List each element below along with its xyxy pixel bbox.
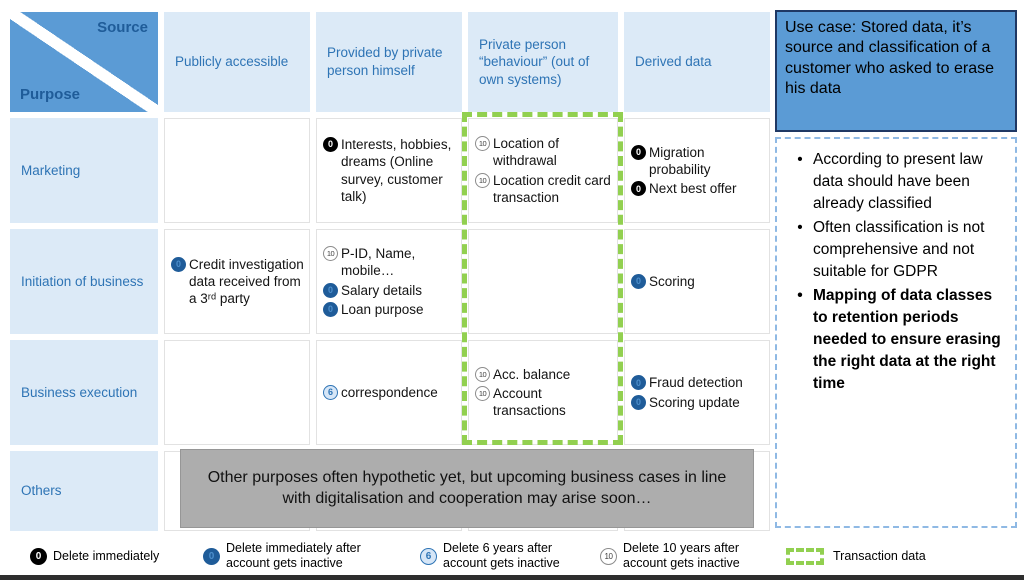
- delete-10y-badge-icon: 10: [323, 245, 338, 261]
- data-item-label: Scoring update: [649, 394, 740, 410]
- data-item: 10 Location credit card transaction: [475, 172, 613, 207]
- delete-immediately-badge-icon: 0: [631, 181, 646, 197]
- data-item-label: Location credit card transaction: [493, 172, 611, 205]
- data-item-label: Acc. balance: [493, 366, 571, 382]
- delete-10y-badge-icon: 10: [600, 547, 617, 565]
- bullet-icon: •: [797, 287, 803, 304]
- note-text: According to present law data should hav…: [813, 151, 983, 212]
- use-case-box: Use case: Stored data, it’s source and c…: [775, 10, 1017, 132]
- delete-10y-badge-icon: 10: [475, 385, 490, 401]
- column-header-provided-by-person: Provided by private person himself: [316, 12, 462, 112]
- cell-initiation-behaviour: [468, 229, 618, 334]
- legend-label: Delete immediately: [53, 548, 160, 563]
- delete-10y-badge-icon: 10: [475, 366, 490, 382]
- purpose-axis-label: Purpose: [20, 86, 81, 103]
- note-bullet: • Mapping of data classes to retention p…: [787, 285, 1009, 395]
- row-header-others: Others: [10, 451, 158, 531]
- data-item: 0 Migration probability: [631, 144, 765, 179]
- data-item: 10 Account transactions: [475, 385, 613, 420]
- data-item-label: Account transactions: [493, 385, 566, 419]
- data-item: 10 P-ID, Name, mobile…: [323, 245, 457, 280]
- data-item: 0 Credit investigation data received fro…: [171, 256, 305, 308]
- cell-initiation-provided: 10 P-ID, Name, mobile… 0 Salary details …: [316, 229, 462, 334]
- data-item: 0 Interests, hobbies, dreams (Online sur…: [323, 136, 457, 205]
- data-item: 0 Scoring update: [631, 394, 765, 411]
- delete-10y-badge-icon: 10: [475, 135, 490, 151]
- cell-initiation-publicly: 0 Credit investigation data received fro…: [164, 229, 310, 334]
- delete-after-inactive-badge-icon: 0: [323, 301, 338, 317]
- transaction-data-swatch-icon: [786, 547, 824, 565]
- data-item: 0 Scoring: [631, 273, 765, 290]
- legend-label: Delete 6 years after account gets inacti…: [443, 541, 560, 570]
- row-header-business-execution: Business execution: [10, 340, 158, 445]
- data-item-label: Migration probability: [649, 144, 711, 177]
- column-header-derived-data: Derived data: [624, 12, 770, 112]
- delete-immediately-badge-icon: 0: [30, 547, 47, 565]
- data-item-label: Credit investigation data received from …: [189, 256, 304, 307]
- cell-marketing-provided: 0 Interests, hobbies, dreams (Online sur…: [316, 118, 462, 223]
- data-item-label: Location of withdrawal: [493, 135, 560, 169]
- column-header-publicly-accessible: Publicly accessible: [164, 12, 310, 112]
- legend-label: Delete immediately after account gets in…: [226, 541, 361, 570]
- row-header-initiation-of-business: Initiation of business: [10, 229, 158, 334]
- delete-6y-badge-icon: 6: [323, 384, 338, 400]
- delete-6y-badge-icon: 6: [420, 547, 437, 565]
- data-item: 0 Loan purpose: [323, 301, 457, 318]
- data-item: 10 Location of withdrawal: [475, 135, 613, 170]
- data-item-label: Scoring: [649, 273, 695, 289]
- data-item-label: P-ID, Name, mobile…: [341, 245, 416, 279]
- column-header-private-behaviour: Private person “behaviour” (out of own s…: [468, 12, 618, 112]
- bullet-icon: •: [797, 219, 803, 236]
- cell-execution-behaviour: 10 Acc. balance 10 Account transactions: [468, 340, 618, 445]
- legend-label: Delete 10 years after account gets inact…: [623, 541, 740, 570]
- data-item: 0 Fraud detection: [631, 374, 765, 391]
- others-note-box: Other purposes often hypothetic yet, but…: [180, 449, 754, 528]
- delete-after-inactive-badge-icon: 0: [203, 547, 220, 565]
- legend-item-delete-immediately: 0 Delete immediately: [30, 538, 159, 574]
- note-text: Mapping of data classes to retention per…: [813, 287, 1001, 392]
- data-item: 0 Next best offer: [631, 180, 765, 197]
- delete-after-inactive-badge-icon: 0: [631, 394, 646, 410]
- delete-10y-badge-icon: 10: [475, 172, 490, 188]
- data-item-label: Next best offer: [649, 181, 737, 197]
- data-item-label: Salary details: [341, 282, 423, 298]
- source-axis-label: Source: [97, 19, 148, 36]
- note-bullet: • Often classification is not comprehens…: [787, 217, 1009, 283]
- cell-initiation-derived: 0 Scoring: [624, 229, 770, 334]
- cell-execution-derived: 0 Fraud detection 0 Scoring update: [624, 340, 770, 445]
- data-item-label: Fraud detection: [649, 375, 743, 391]
- delete-after-inactive-badge-icon: 0: [171, 256, 186, 272]
- data-item: 6 correspondence: [323, 384, 457, 401]
- legend: 0 Delete immediately 0 Delete immediatel…: [0, 538, 1024, 574]
- cell-execution-publicly: [164, 340, 310, 445]
- delete-after-inactive-badge-icon: 0: [631, 375, 646, 391]
- data-item-label: Interests, hobbies, dreams (Online surve…: [341, 136, 452, 204]
- note-text: Often classification is not comprehensiv…: [813, 219, 985, 280]
- data-item-label: correspondence: [341, 384, 438, 400]
- cell-execution-provided: 6 correspondence: [316, 340, 462, 445]
- cell-marketing-publicly: [164, 118, 310, 223]
- classification-matrix: Source Purpose Publicly accessible Provi…: [10, 12, 770, 531]
- delete-immediately-badge-icon: 0: [323, 136, 338, 152]
- bottom-divider: [0, 575, 1024, 580]
- row-header-marketing: Marketing: [10, 118, 158, 223]
- data-item-label: Loan purpose: [341, 301, 424, 317]
- legend-label: Transaction data: [833, 548, 926, 563]
- legend-item-delete-6y: 6 Delete 6 years after account gets inac…: [420, 538, 593, 574]
- legend-item-delete-10y: 10 Delete 10 years after account gets in…: [600, 538, 783, 574]
- data-item: 10 Acc. balance: [475, 366, 613, 383]
- cell-marketing-behaviour: 10 Location of withdrawal 10 Location cr…: [468, 118, 618, 223]
- delete-after-inactive-badge-icon: 0: [631, 273, 646, 289]
- bullet-icon: •: [797, 151, 803, 168]
- delete-immediately-badge-icon: 0: [631, 144, 646, 160]
- legend-item-delete-after-inactive: 0 Delete immediately after account gets …: [203, 538, 386, 574]
- cell-marketing-derived: 0 Migration probability 0 Next best offe…: [624, 118, 770, 223]
- notes-box: • According to present law data should h…: [775, 137, 1017, 528]
- delete-after-inactive-badge-icon: 0: [323, 282, 338, 298]
- legend-item-transaction-data: Transaction data: [786, 538, 926, 574]
- data-item: 0 Salary details: [323, 282, 457, 299]
- note-bullet: • According to present law data should h…: [787, 149, 1009, 215]
- matrix-corner-cell: Source Purpose: [10, 12, 158, 112]
